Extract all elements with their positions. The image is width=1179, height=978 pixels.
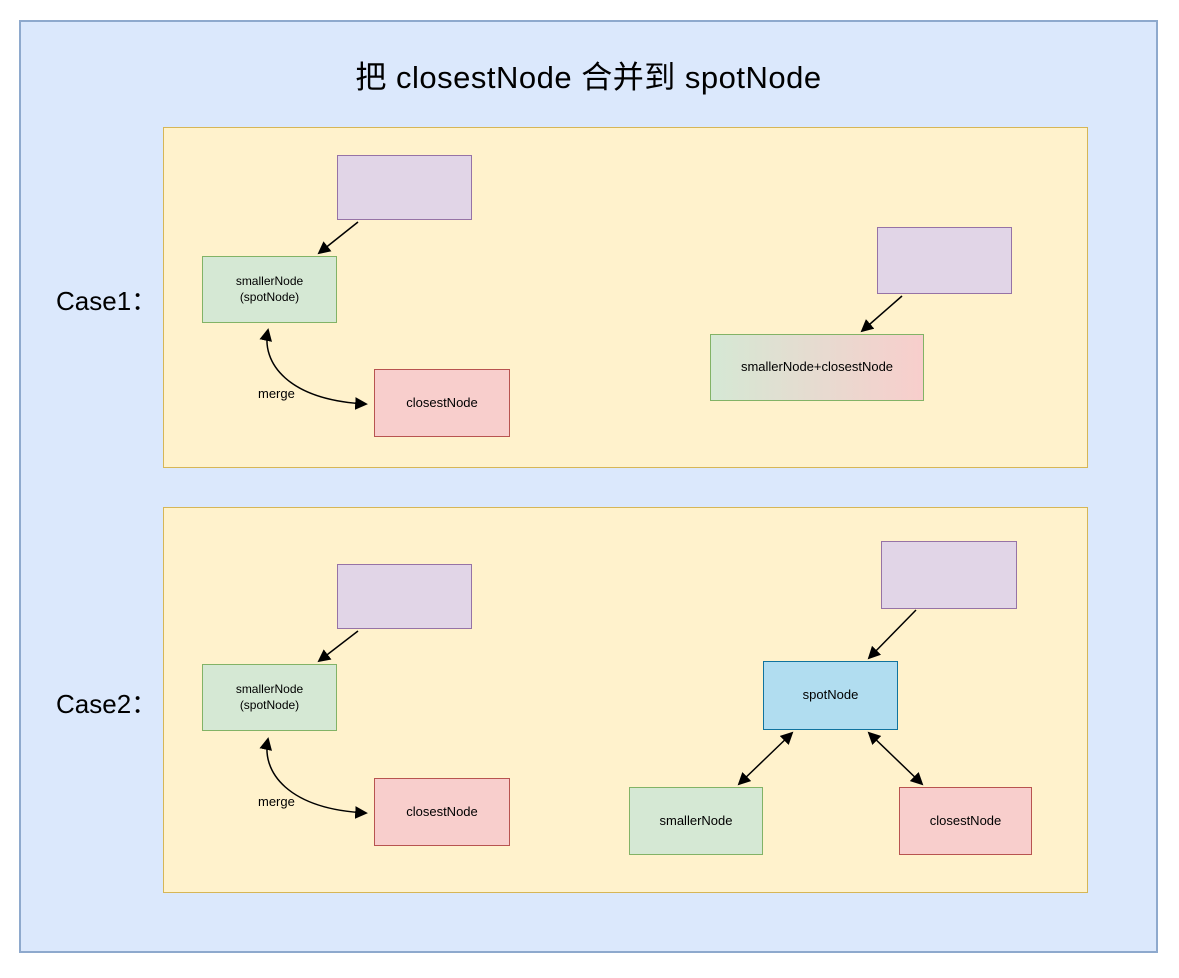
case1-left-smaller-spot-node: smallerNode (spotNode) [202,256,337,323]
case1-label: Case1： [56,286,158,316]
case2-right-closest-node: closestNode [899,787,1032,855]
case2-right-smaller-node: smallerNode [629,787,763,855]
case1-right-parent-node [877,227,1012,294]
diagram-title: 把 closestNode 合并到 spotNode [355,60,822,95]
case2-left-smaller-spot-node: smallerNode (spotNode) [202,664,337,731]
case2-label: Case2： [56,689,158,719]
case2-left-closest-label: closestNode [406,803,478,819]
case2-right-smaller-label: smallerNode [659,812,733,828]
case2-right-closest-label: closestNode [929,812,1002,828]
case2-left-smaller-line1: smallerNode [235,681,304,696]
case1-left-parent-node [337,155,472,220]
case2-right-spot-label: spotNode [802,687,859,703]
case1-left-smaller-line2: (spotNode) [239,289,300,304]
case1-right-merged-node: smallerNode+closestNode [710,334,924,401]
case1-left-closest-node: closestNode [374,369,510,437]
case1-right-merged-label: smallerNode+closestNode [740,359,894,375]
case1-left-closest-label: closestNode [406,394,478,410]
case2-merge-label: merge [258,794,295,809]
case1-left-smaller-line1: smallerNode [235,273,304,288]
case2-right-parent-node [881,541,1017,609]
case2-right-spot-node: spotNode [763,661,898,730]
case2-left-smaller-line2: (spotNode) [239,697,300,712]
case1-merge-label: merge [258,386,295,401]
case2-left-parent-node [337,564,472,629]
case2-left-closest-node: closestNode [374,778,510,846]
